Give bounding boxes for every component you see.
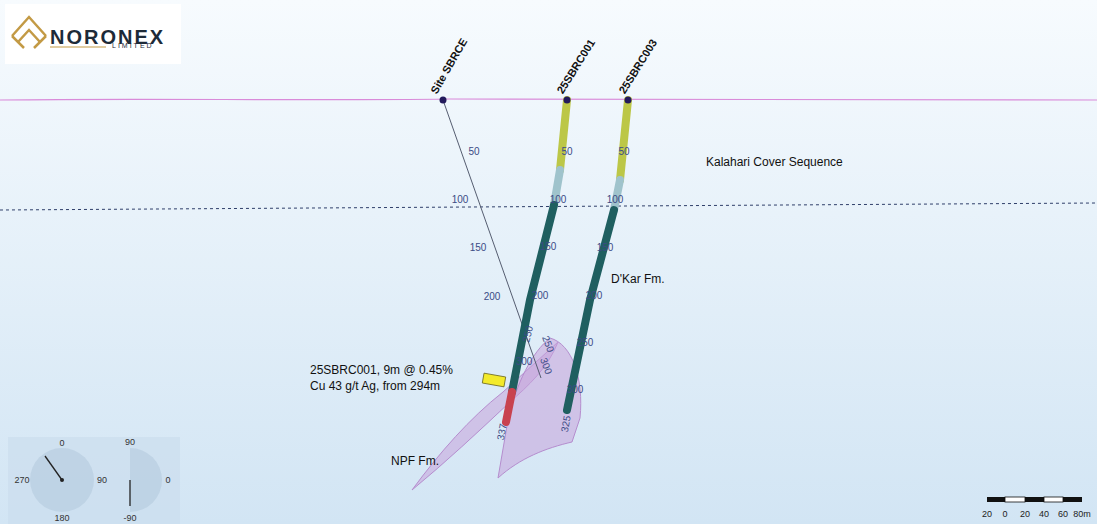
collar-dot (625, 97, 632, 104)
formation-name: Kalahari Cover Sequence (706, 156, 843, 170)
hole-interval (506, 392, 512, 422)
scale-bar (987, 497, 1082, 502)
depth-mark: 100 (607, 194, 624, 206)
dip-label: 0 (165, 475, 170, 485)
depth-mark: 250 (520, 324, 535, 343)
logo-sub: LIMITED (112, 42, 154, 50)
depth-mark: 250 (577, 337, 594, 349)
dip-label: -90 (123, 513, 136, 523)
depth-mark: 50 (468, 146, 479, 158)
dip-label: 90 (125, 437, 135, 447)
collar-dot (440, 97, 447, 104)
scale-label: 20 (982, 509, 992, 519)
depth-mark: 150 (470, 242, 487, 254)
scale-label: 20 (1020, 509, 1030, 519)
cover-base (0, 203, 1097, 210)
depth-mark: 300 (567, 384, 584, 396)
depth-mark: 150 (540, 241, 557, 253)
orientation-panel (8, 437, 180, 524)
scale-label: 80m (1073, 509, 1091, 519)
compass-label: 0 (59, 438, 64, 448)
compass-label: 180 (54, 513, 69, 523)
azimuth-dial (30, 448, 94, 512)
collar-dot (564, 97, 571, 104)
planned-hole-trace (443, 100, 541, 378)
drill-holes (506, 97, 632, 423)
depth-mark: 100 (452, 194, 469, 206)
hole-25sbrc001 (506, 97, 571, 423)
dial-centre (60, 478, 64, 482)
formation-name: NPF Fm. (391, 455, 439, 469)
azimuth-needle (45, 456, 62, 480)
depth-mark: 150 (597, 242, 614, 254)
compass-label: 90 (97, 475, 107, 485)
scale-label: 60 (1058, 509, 1068, 519)
hole-interval (620, 100, 628, 180)
dip-dial (130, 448, 162, 512)
hole-interval (512, 205, 554, 392)
hole-interval (567, 210, 614, 410)
depth-mark: 100 (550, 194, 567, 206)
depth-mark: 50 (561, 146, 572, 158)
depth-mark: 50 (618, 146, 629, 158)
compass-label: 270 (14, 475, 29, 485)
depth-mark: 300 (516, 356, 533, 368)
hole-name: 25SBRC003 (616, 37, 659, 96)
scale-label: 40 (1039, 509, 1049, 519)
depth-mark: 200 (586, 290, 603, 302)
formation-name: D'Kar Fm. (611, 273, 665, 287)
logo-panel (5, 4, 181, 64)
dip-needle (129, 480, 130, 506)
depth-mark: 200 (532, 290, 549, 302)
hole-name: 25SBRC001 (554, 37, 597, 96)
intercept-callout: 25SBRC001, 9m @ 0.45% Cu 43 g/t Ag, from… (310, 362, 470, 394)
scale-label: 0 (1002, 509, 1007, 519)
logo-icon (12, 17, 46, 48)
hole-name: Site SBRCE (428, 36, 470, 96)
hole-25sbrc003 (567, 97, 632, 411)
hole-interval (560, 100, 567, 170)
intercept-marker (482, 373, 505, 387)
depth-mark: 200 (484, 291, 501, 303)
ground-surface (0, 99, 1097, 100)
